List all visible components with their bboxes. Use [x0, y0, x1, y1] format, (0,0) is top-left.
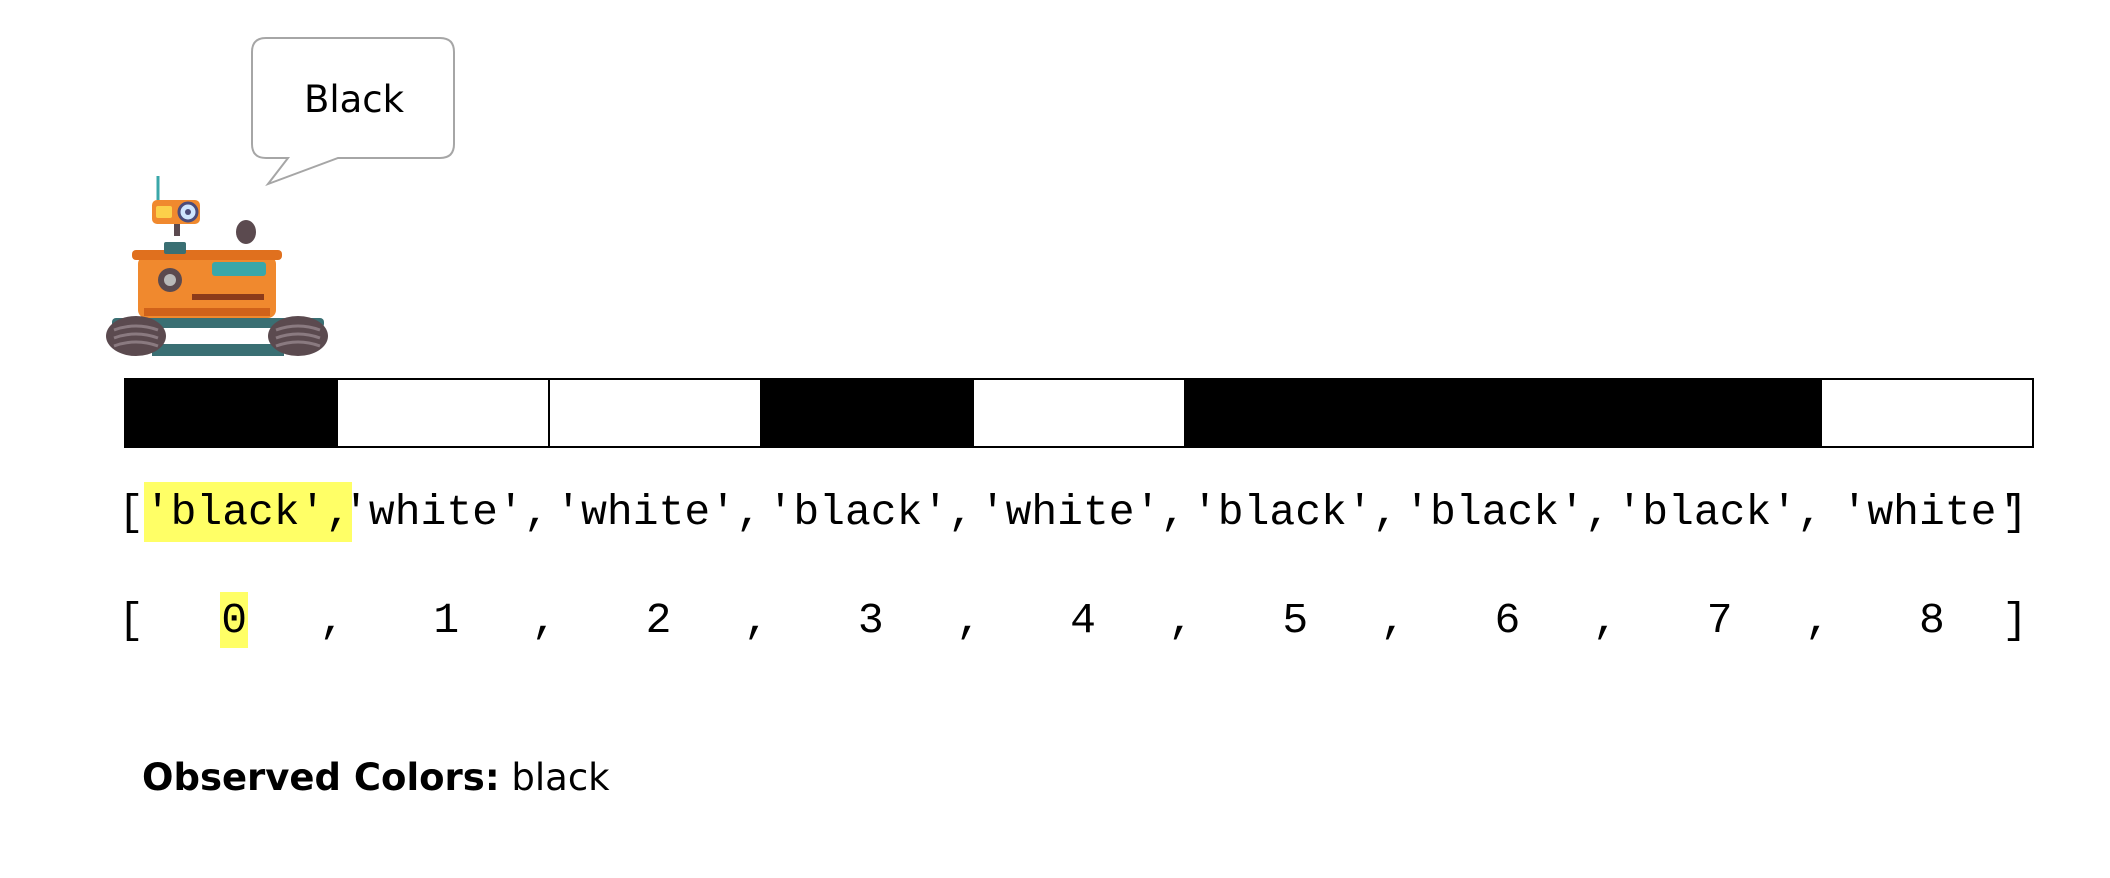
index-list-separator: ,	[319, 595, 346, 645]
strip-cell-1	[336, 380, 548, 446]
index-list-separator: ,	[955, 595, 982, 645]
index-list-separator: ,	[1380, 595, 1407, 645]
color-list-item-1: 'white',	[343, 487, 550, 537]
strip-cell-4	[972, 380, 1184, 446]
index-list-separator: ,	[1804, 595, 1831, 645]
color-list-item-4: 'white',	[979, 487, 1187, 537]
index-list-item-5: 5	[1282, 595, 1309, 645]
index-list-item-2: 2	[645, 595, 672, 645]
robot-illustration	[106, 176, 328, 356]
color-list-close-bracket: ]	[2002, 487, 2028, 537]
index-list-item-7: 7	[1706, 595, 1733, 645]
color-list-item-3: 'black',	[767, 487, 974, 537]
color-list-item-2: 'white',	[555, 487, 762, 537]
index-list-separator: ,	[531, 595, 558, 645]
index-list-item-3: 3	[857, 595, 884, 645]
color-list-item-8: 'white'	[1841, 487, 2023, 537]
color-list: ['black','white','white','black','white'…	[118, 482, 2034, 542]
observed-colors: Observed Colors: black	[142, 756, 610, 799]
index-list-separator: ,	[743, 595, 770, 645]
index-list-item-4: 4	[1070, 595, 1096, 645]
index-list-item-1: 1	[433, 595, 460, 645]
strip-cell-6	[1396, 380, 1608, 446]
color-list-item-0: 'black',	[144, 482, 352, 542]
color-list-item-5: 'black',	[1192, 487, 1399, 537]
speech-bubble-text: Black	[303, 77, 405, 121]
color-strip	[124, 378, 2034, 448]
strip-cell-5	[1184, 380, 1396, 446]
index-list-separator: ,	[1168, 595, 1195, 645]
strip-cell-8	[1820, 380, 2032, 446]
strip-cell-7	[1608, 380, 1820, 446]
index-list-item-6: 6	[1494, 595, 1521, 645]
index-list-item-8: 8	[1918, 595, 1945, 645]
index-list: [0, 1, 2, 3, 4, 5, 6, 7, 8]	[118, 592, 2034, 648]
color-list-open-bracket: [	[118, 487, 144, 537]
observed-colors-label: Observed Colors:	[142, 756, 500, 799]
index-list-open-bracket: [	[118, 595, 144, 645]
color-list-item-7: 'black',	[1616, 487, 1823, 537]
strip-cell-3	[760, 380, 972, 446]
strip-cell-0	[126, 380, 336, 446]
strip-cell-2	[548, 380, 760, 446]
speech-bubble	[251, 37, 455, 187]
color-list-item-6: 'black',	[1404, 487, 1611, 537]
index-list-separator: ,	[1592, 595, 1619, 645]
index-list-item-0: 0	[220, 592, 249, 648]
observed-colors-value: black	[511, 756, 610, 799]
index-list-close-bracket: ]	[2002, 595, 2028, 645]
